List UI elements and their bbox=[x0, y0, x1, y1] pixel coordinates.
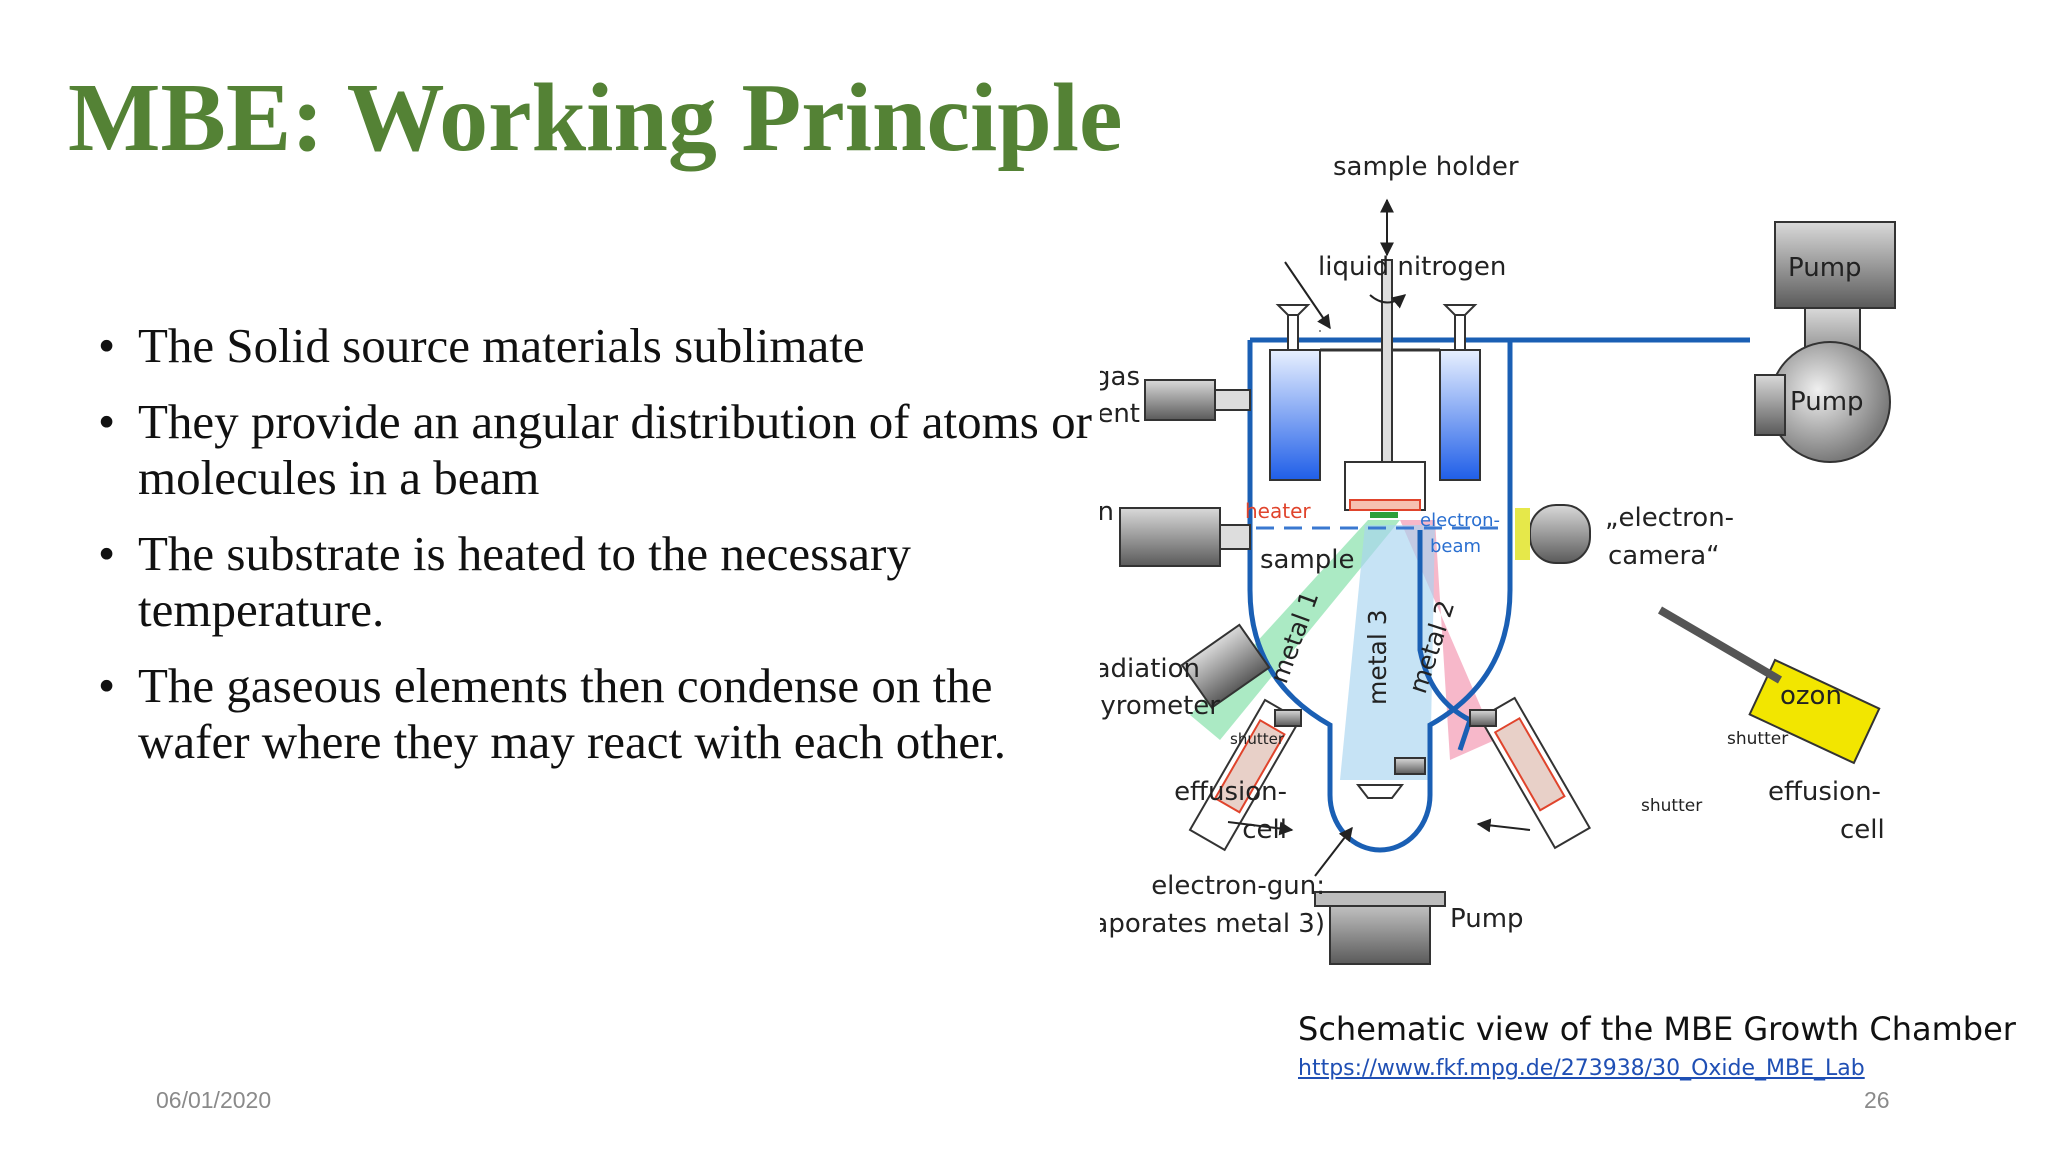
bullet-text: The Solid source materials sublimate bbox=[138, 318, 865, 373]
pump-top bbox=[1774, 221, 1896, 309]
bullet-item: • The Solid source materials sublimate bbox=[98, 318, 1098, 374]
label-heater: heater bbox=[1245, 499, 1311, 523]
label-liquid-nitrogen: liquid nitrogen bbox=[1318, 252, 1506, 282]
bullet-text: They provide an angular distribution of … bbox=[138, 394, 1092, 505]
bullet-dot: • bbox=[98, 526, 116, 581]
label-radiation-2: pyrometer bbox=[1100, 691, 1220, 721]
label-shutter-left: shutter bbox=[1230, 730, 1285, 748]
label-pump-right: Pump bbox=[1790, 387, 1864, 417]
bullet-item: • The substrate is heated to the necessar… bbox=[98, 526, 1098, 638]
label-electron-camera-1: „electron- bbox=[1605, 503, 1734, 533]
label-electron-camera-2: camera“ bbox=[1608, 541, 1720, 571]
label-radiation-1: radiation bbox=[1100, 654, 1200, 684]
label-electron-gun-2: (evaporates metal 3) bbox=[1100, 909, 1325, 939]
electron-camera-body bbox=[1529, 504, 1591, 564]
label-pump-bottom: Pump bbox=[1450, 904, 1524, 934]
page-number: 26 bbox=[1864, 1087, 1890, 1113]
label-electron-gun-1: electron-gun: bbox=[1151, 871, 1325, 901]
label-sample: sample bbox=[1260, 545, 1355, 575]
label-effusion-left-1: effusion- bbox=[1174, 777, 1287, 807]
bullet-item: • They provide an angular distribution of… bbox=[98, 394, 1098, 506]
bullet-item: • The gaseous elements then condense on t… bbox=[98, 658, 1098, 770]
bullet-text: The gaseous elements then condense on th… bbox=[138, 658, 1006, 769]
label-residual-gas-2: measurement bbox=[1100, 399, 1140, 429]
label-shutter-right: shutter bbox=[1727, 729, 1788, 749]
bullet-dot: • bbox=[98, 394, 116, 449]
slide-date: 06/01/2020 bbox=[156, 1087, 272, 1113]
ln2-dewar-right bbox=[1439, 349, 1481, 481]
sample-wafer bbox=[1370, 512, 1398, 518]
label-metal3: metal 3 bbox=[1363, 609, 1392, 705]
bullet-text: The substrate is heated to the necessary… bbox=[138, 526, 911, 637]
label-electron-beam-2: beam bbox=[1430, 536, 1481, 557]
bullet-list: • The Solid source materials sublimate • T… bbox=[98, 318, 1098, 790]
shutter-left bbox=[1274, 709, 1302, 727]
crucible bbox=[1355, 784, 1405, 799]
source-link[interactable]: https://www.fkf.mpg.de/273938/30_Oxide_M… bbox=[1298, 1056, 1865, 1081]
label-ozon: ozon bbox=[1780, 681, 1842, 711]
label-shutter-center: shutter bbox=[1641, 796, 1702, 816]
metal2-beam bbox=[1400, 520, 1495, 760]
label-effusion-right-2: cell bbox=[1840, 815, 1885, 845]
chamber-outline bbox=[1247, 337, 1750, 853]
label-pump-top: Pump bbox=[1788, 253, 1862, 283]
label-effusion-right-1: effusion- bbox=[1768, 777, 1881, 807]
label-egun: e-gun bbox=[1100, 497, 1114, 527]
metal3-beam bbox=[1340, 525, 1435, 780]
bullet-dot: • bbox=[98, 318, 116, 373]
shutter-right bbox=[1469, 709, 1497, 727]
diagram-caption: Schematic view of the MBE Growth Chamber bbox=[1298, 1010, 2016, 1048]
label-residual-gas-1: residual gas bbox=[1100, 362, 1140, 392]
ozon-source bbox=[1748, 658, 1881, 765]
label-electron-beam-1: electron- bbox=[1420, 510, 1500, 531]
heater-coil bbox=[1349, 499, 1421, 511]
shutter-center bbox=[1394, 757, 1426, 775]
label-sample-holder: sample holder bbox=[1333, 152, 1519, 182]
bullet-dot: • bbox=[98, 658, 116, 713]
ln2-dewar-left bbox=[1269, 349, 1321, 481]
residual-gas-device bbox=[1144, 379, 1216, 421]
radiation-pyrometer bbox=[1180, 623, 1271, 709]
label-effusion-left-2: cell bbox=[1242, 815, 1287, 845]
egun-body bbox=[1119, 507, 1221, 567]
slide-title: MBE: Working Principle bbox=[68, 64, 1123, 172]
mbe-chamber-diagram: sample holder liquid nitrogen Pump Pump … bbox=[1100, 152, 1896, 965]
